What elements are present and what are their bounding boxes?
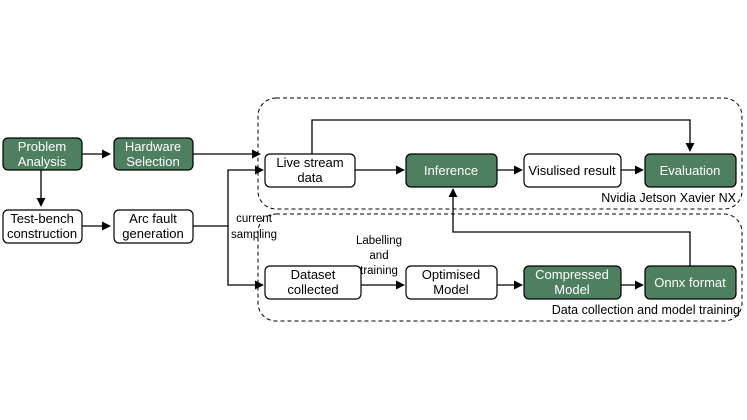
node-problem-analysis: Problem Analysis xyxy=(2,137,83,171)
node-dataset: Dataset collected xyxy=(264,265,362,300)
node-compressed-model: Compressed Model xyxy=(523,265,622,300)
node-problem-analysis-line1: Problem xyxy=(18,139,66,154)
node-optimised-model: Optimised Model xyxy=(405,265,498,300)
node-arc-fault: Arc fault generation xyxy=(113,209,194,244)
node-visualised-result: Visulised result xyxy=(523,153,622,188)
node-live-stream-line2: data xyxy=(297,170,323,185)
node-onnx-format-line1: Onnx format xyxy=(654,275,726,290)
node-arc-fault-line1: Arc fault xyxy=(129,211,177,226)
node-dataset-line2: collected xyxy=(287,282,338,297)
node-evaluation-line1: Evaluation xyxy=(660,163,721,178)
node-onnx-format: Onnx format xyxy=(644,265,737,300)
current-sampling-label-2: sampling xyxy=(231,229,277,241)
labelling-label-1: Labelling xyxy=(356,235,402,247)
node-evaluation: Evaluation xyxy=(644,153,737,188)
node-hardware-selection-line1: Hardware xyxy=(125,139,181,154)
node-optimised-model-line2: Model xyxy=(433,282,469,297)
node-hardware-selection: Hardware Selection xyxy=(113,137,194,171)
node-test-bench-line1: Test-bench xyxy=(10,211,74,226)
edge-arcfault-to-livestream xyxy=(193,165,264,227)
node-visualised-result-line1: Visulised result xyxy=(528,163,616,178)
node-live-stream-line1: Live stream xyxy=(276,155,343,170)
node-compressed-model-line1: Compressed xyxy=(535,267,609,282)
node-test-bench: Test-bench construction xyxy=(2,209,83,244)
node-live-stream: Live stream data xyxy=(264,153,356,188)
node-inference-line1: Inference xyxy=(424,163,478,178)
node-dataset-line1: Dataset xyxy=(291,267,336,282)
edge-livestream-to-evaluation xyxy=(311,119,695,154)
labelling-label-3: training xyxy=(360,265,398,277)
edge-onnx-to-inference xyxy=(448,188,691,266)
node-compressed-model-line2: Model xyxy=(554,282,590,297)
data-collection-group-label: Data collection and model training xyxy=(552,303,740,317)
node-arc-fault-line2: generation xyxy=(122,226,183,241)
node-optimised-model-line1: Optimised xyxy=(422,267,481,282)
node-problem-analysis-line2: Analysis xyxy=(18,154,67,169)
data-collection-group xyxy=(257,213,743,322)
jetson-group-label: Nvidia Jetson Xavier NX xyxy=(601,191,736,205)
labelling-label-2: and xyxy=(369,250,388,262)
edge-arcfault-to-dataset xyxy=(227,226,264,290)
node-inference: Inference xyxy=(405,153,498,188)
node-hardware-selection-line2: Selection xyxy=(126,154,179,169)
current-sampling-label-1: current xyxy=(236,213,273,225)
node-test-bench-line2: construction xyxy=(7,226,77,241)
